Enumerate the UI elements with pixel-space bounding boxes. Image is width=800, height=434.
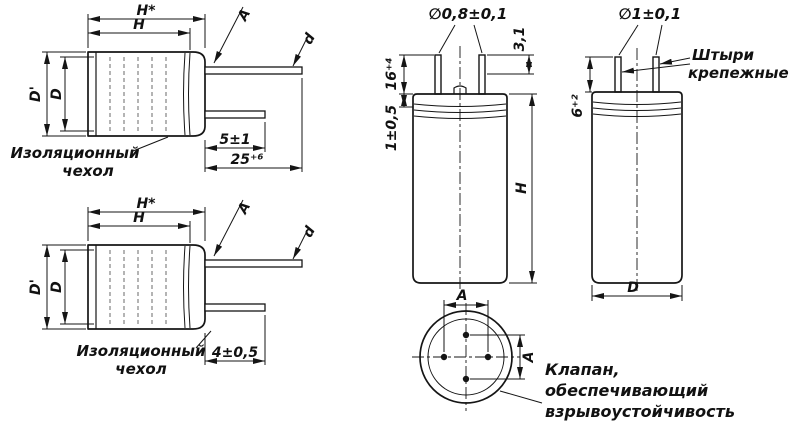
fig3-can-body xyxy=(412,93,508,284)
fig3-dim-tip: 3,1 xyxy=(487,27,534,75)
fig2-dim-h-label: H xyxy=(133,210,145,226)
fig4-pin-left xyxy=(440,353,448,361)
fig1-lead-bottom xyxy=(204,110,266,119)
fig2-sleeve-texture xyxy=(109,250,167,324)
fig5-dim-pin-h: 6⁺² xyxy=(570,56,613,118)
fig2-dim-d-label: D xyxy=(49,281,65,293)
fig2-dim-lead-d-label: d xyxy=(300,223,319,240)
fig4-dim-a-horizontal-label: A xyxy=(456,288,468,304)
fig1-dim-h-label: H xyxy=(133,17,145,33)
fig1-dim-lead-d: d xyxy=(292,30,319,67)
fig2-body xyxy=(87,244,206,330)
fig2-sleeve-label-2: чехол xyxy=(115,360,166,378)
fig2-axial-capacitor: H* H D' D A d xyxy=(28,196,319,378)
fig4-valve-label-3: взрывоустойчивость xyxy=(545,402,735,421)
fig1-crimp-1 xyxy=(183,52,186,136)
fig5-dim-dia-label: ∅1±0,1 xyxy=(619,5,681,23)
fig5-crimp-rings xyxy=(592,101,682,117)
fig1-sleeve-label-1: Изоляционный xyxy=(11,144,140,162)
fig5-dim-pin-h-label: 6⁺² xyxy=(570,94,586,118)
fig1-dim-h: H xyxy=(88,17,191,50)
fig1-sleeve-label-2: чехол xyxy=(62,162,113,180)
fig2-sleeve-callout: Изоляционный чехол xyxy=(77,330,212,378)
fig3-snapin-capacitor: ∅0,8±0,1 3,1 16⁺⁴ 1±0,5 H xyxy=(384,5,537,292)
fig2-dim-d-outer-label: D' xyxy=(28,279,44,295)
fig2-dim-d: D xyxy=(49,249,94,325)
fig2-dim-h-star: H* xyxy=(87,196,206,241)
fig3-dim-dia: ∅0,8±0,1 xyxy=(429,5,508,54)
fig1-dim-lead-short-label: 5±1 xyxy=(219,132,250,148)
fig1-dim-a-label: A xyxy=(234,7,254,25)
fig2-dim-lead: 4±0,5 xyxy=(204,315,266,365)
fig5-dim-dia: ∅1±0,1 xyxy=(618,5,681,56)
fig1-dim-d-outer-label: D' xyxy=(28,86,44,102)
fig5-can-body xyxy=(591,91,683,284)
fig2-dim-d-outer: D' xyxy=(28,244,86,330)
fig4-outer-circle xyxy=(419,310,513,404)
fig1-sleeve-texture xyxy=(109,57,167,131)
fig2-dim-lead-label: 4±0,5 xyxy=(211,345,259,361)
fig1-dim-h-star: H* xyxy=(87,3,206,48)
fig4-valve-label-1: Клапан, xyxy=(545,360,620,379)
fig5-pin-left xyxy=(614,56,622,93)
fig4-inner-circle xyxy=(427,318,505,396)
fig3-dim-dia-label: ∅0,8±0,1 xyxy=(429,5,508,23)
fig3-dim-crimp: 1±0,5 xyxy=(384,94,413,151)
fig5-pin-right xyxy=(652,56,660,93)
fig4-pin-bottom xyxy=(462,375,470,383)
fig4-dim-a-vertical: A xyxy=(470,334,537,380)
fig1-lead-top xyxy=(204,66,303,75)
fig2-dim-h-star-label: H* xyxy=(136,196,156,212)
fig4-bottom-view: A A Клапан, обеспечивающий взрывоустойчи… xyxy=(412,288,735,421)
fig1-dim-d: D xyxy=(49,56,94,132)
fig1-dim-lead-d-label: d xyxy=(300,30,319,47)
fig1-sleeve-callout: Изоляционный чехол xyxy=(11,136,169,180)
fig5-dim-d: D xyxy=(591,280,683,301)
fig1-dim-a: A xyxy=(213,7,254,64)
fig4-dim-a-vertical-label: A xyxy=(521,352,537,364)
fig3-pin-left xyxy=(434,54,442,95)
fig3-dim-h: H xyxy=(509,93,537,284)
fig3-vent-nub xyxy=(453,85,467,94)
fig3-dim-pin-len: 16⁺⁴ xyxy=(384,54,434,95)
fig3-dim-pin-len-label: 16⁺⁴ xyxy=(384,57,400,90)
fig2-dim-a: A xyxy=(213,200,254,257)
fig2-lead-top xyxy=(204,259,303,268)
fig2-dim-lead-d: d xyxy=(292,223,319,260)
fig4-valve-label-2: обеспечивающий xyxy=(545,381,708,400)
fig2-crimp-2 xyxy=(188,245,191,329)
fig2-dim-a-label: A xyxy=(234,200,254,218)
fig1-dim-h-star-label: H* xyxy=(136,3,156,19)
fig3-pin-right xyxy=(478,54,486,95)
fig2-lead-bottom xyxy=(204,303,266,312)
fig4-pin-right xyxy=(484,353,492,361)
fig5-snapin-capacitor: ∅1±0,1 Штыри крепежные 6⁺² D xyxy=(570,5,789,301)
fig3-crimp-rings xyxy=(413,103,507,119)
fig3-dim-crimp-label: 1±0,5 xyxy=(384,105,400,152)
fig1-crimp-2 xyxy=(188,52,191,136)
fig3-dim-tip-label: 3,1 xyxy=(512,27,528,52)
fig5-pins-label-2: крепежные xyxy=(688,64,789,82)
fig1-axial-capacitor: H* H D' D A d xyxy=(11,3,320,180)
fig1-body xyxy=(87,51,206,137)
fig2-sleeve-label-1: Изоляционный xyxy=(77,342,206,360)
fig2-dim-h: H xyxy=(88,210,191,243)
fig5-pins-label-1: Штыри xyxy=(692,46,755,64)
fig1-dim-lead-long-label: 25⁺⁶ xyxy=(230,152,263,168)
fig5-pins-callout: Штыри крепежные xyxy=(621,46,789,82)
fig3-dim-h-label: H xyxy=(514,182,530,194)
fig2-crimp-1 xyxy=(183,245,186,329)
fig4-pin-top xyxy=(462,331,470,339)
fig1-dim-lead-long: 25⁺⁶ xyxy=(205,78,303,172)
fig1-dim-d-outer: D' xyxy=(28,51,86,137)
fig4-valve-callout: Клапан, обеспечивающий взрывоустойчивост… xyxy=(499,360,735,421)
fig5-dim-d-label: D xyxy=(627,280,639,296)
fig1-dim-d-label: D xyxy=(49,88,65,100)
fig4-dim-a-horizontal: A xyxy=(443,288,489,352)
